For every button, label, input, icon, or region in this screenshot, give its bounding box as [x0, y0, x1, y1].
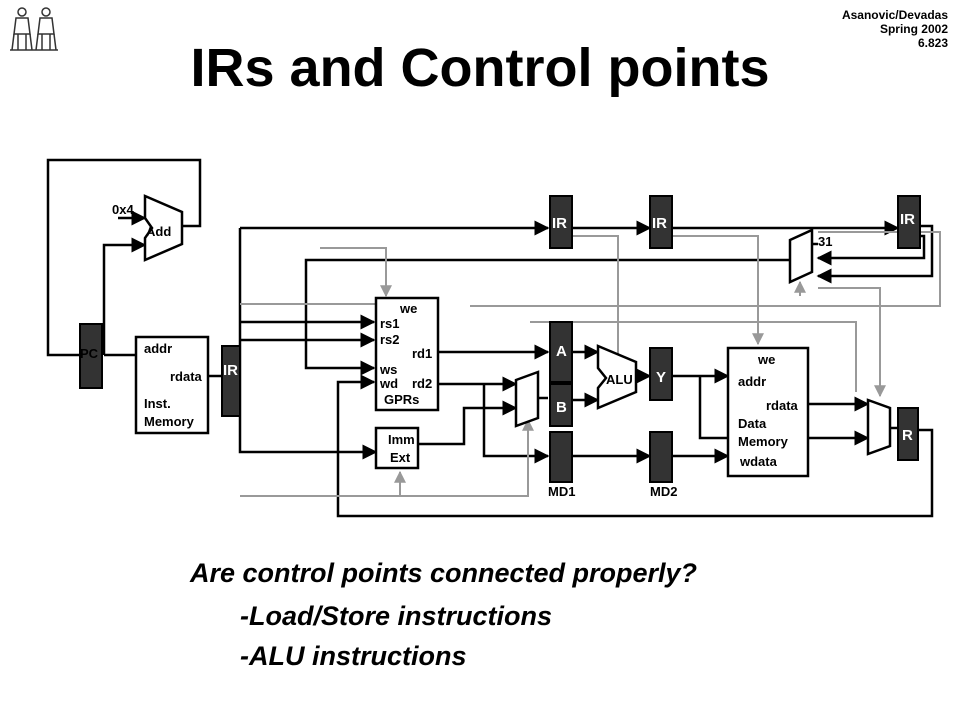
reg-a: [549, 321, 573, 383]
reg-md2: [649, 431, 673, 483]
dmem-name-2: Memory: [738, 434, 789, 449]
authors: Asanovic/Devadas: [841, 8, 948, 22]
dmem-addr-label: addr: [738, 374, 766, 389]
reg-a-label: A: [556, 343, 567, 360]
imem-addr-label: addr: [144, 341, 172, 356]
reg-md1: [549, 431, 573, 483]
gpr-name-label: GPRs: [384, 392, 419, 407]
ir-register-4: [897, 195, 921, 249]
gpr-ws-label: ws: [379, 362, 397, 377]
ir-register-2: [549, 195, 573, 249]
b-mux: [514, 370, 540, 428]
gpr-file: [374, 296, 440, 412]
ir-3-label: IR: [652, 215, 667, 232]
alu: [596, 344, 638, 410]
page-title: IRs and Control points: [190, 38, 770, 98]
question-text: Are control points connected properly?: [190, 558, 698, 588]
reg-y-label: Y: [656, 369, 666, 386]
gpr-rd1-label: rd1: [412, 346, 432, 361]
reg-b: [549, 383, 573, 427]
mit-logo: [10, 7, 58, 51]
reg-b-label: B: [556, 399, 567, 416]
datapath-wires: [46, 158, 934, 518]
r-mux: [866, 398, 892, 456]
imm-label-1: Imm: [388, 432, 415, 447]
ir-register-1: [221, 345, 241, 417]
reg-r-label: R: [902, 427, 913, 444]
adder-label: Add: [146, 224, 171, 239]
reg-y: [649, 347, 673, 401]
course-number: 6.823: [917, 36, 948, 50]
md1-label: MD1: [548, 484, 575, 499]
gpr-rs2-label: rs2: [380, 332, 400, 347]
gpr-rd2-label: rd2: [412, 376, 432, 391]
bullet-item: -ALU instructions: [240, 641, 467, 671]
gpr-rs1-label: rs1: [380, 316, 400, 331]
ir-4-label: IR: [900, 211, 915, 228]
dmem-rdata-label: rdata: [766, 398, 799, 413]
imem-name-1: Inst.: [144, 396, 171, 411]
bullet-list: -Load/Store instructions -ALU instructio…: [240, 596, 552, 676]
writeback-select-mux: [788, 228, 814, 284]
imem-name-2: Memory: [144, 414, 195, 429]
bullet-item: -Load/Store instructions: [240, 601, 553, 631]
pc-label: PC: [80, 346, 99, 361]
control-wires: [240, 231, 941, 497]
const-4-label: 0x4: [112, 202, 134, 217]
ir-1-label: IR: [223, 362, 238, 379]
dmem-name-1: Data: [738, 416, 767, 431]
md2-label: MD2: [650, 484, 677, 499]
reg-r: [897, 407, 919, 461]
ir-register-3: [649, 195, 673, 249]
dmem-wdata-label: wdata: [739, 454, 778, 469]
term: Spring 2002: [879, 22, 948, 36]
imm-label-2: Ext: [390, 450, 411, 465]
dmem-we-label: we: [757, 352, 775, 367]
header-info: Asanovic/Devadas Spring 2002 6.823: [842, 8, 948, 50]
pc-register: [79, 323, 103, 389]
adder: [143, 194, 184, 262]
imem-rdata-label: rdata: [170, 369, 203, 384]
ir-2-label: IR: [552, 215, 567, 232]
data-memory: [726, 346, 810, 478]
gpr-we-label: we: [399, 301, 417, 316]
instruction-memory: [134, 335, 210, 435]
imm-ext: [374, 426, 420, 470]
gpr-wd-label: wd: [379, 376, 398, 391]
const-31-label: 31: [818, 234, 832, 249]
alu-label: ALU: [606, 372, 633, 387]
